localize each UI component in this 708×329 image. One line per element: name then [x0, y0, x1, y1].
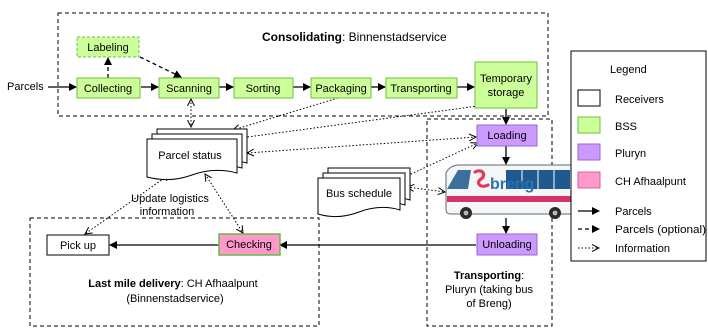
parcel-status-label: Parcel status: [158, 150, 222, 162]
arrow-labeling-scanning: [139, 56, 182, 78]
consolidating-group: [57, 12, 549, 117]
bus-brand-text: breng: [490, 176, 534, 193]
bus-schedule-label: Bus schedule: [326, 188, 392, 200]
temporary-storage-node: [474, 61, 538, 109]
info-schedule-bus: [407, 187, 445, 192]
last-mile-title: Last mile delivery: CH Afhaalpunt: [88, 278, 257, 290]
last-mile-group: [29, 217, 320, 327]
info-loading-status: [247, 137, 476, 153]
transporting-line3: of Breng): [466, 298, 511, 310]
transporting-group: [426, 118, 553, 327]
temporary-storage-label-2: storage: [488, 87, 525, 99]
legend: Legend Receivers BSS Pluryn CH Afhaalpun…: [570, 50, 707, 262]
legend-information-label: Information: [615, 243, 670, 255]
consolidating-title: Consolidating: Binnenstadservice: [262, 30, 447, 44]
transporting-line2: Pluryn (taking bus: [445, 284, 534, 296]
sorting-label: Sorting: [246, 83, 281, 95]
transporting-title: Transporting:: [454, 270, 524, 282]
pick-up-node: [46, 234, 110, 256]
bus-schedule-documents: [317, 167, 411, 218]
legend-swatch-bss: [577, 116, 601, 134]
sorting-node: [233, 77, 294, 99]
labeling-node: [76, 36, 140, 58]
collecting-label: Collecting: [84, 83, 132, 95]
legend-parcels-optional-label: Parcels (optional): [615, 224, 706, 236]
info-status-checking: [205, 174, 243, 233]
last-mile-subtitle: (Binnenstadservice): [126, 293, 223, 305]
checking-label: Checking: [226, 239, 272, 251]
packaging-label: Packaging: [315, 83, 366, 95]
unloading-label: Unloading: [482, 239, 532, 251]
checking-node: [218, 233, 281, 256]
info-storage-status: [240, 105, 479, 138]
labeling-label: Labeling: [87, 42, 129, 54]
legend-ch-label: CH Afhaalpunt: [615, 176, 686, 188]
legend-receivers-label: Receivers: [615, 94, 664, 106]
scanning-node: [158, 77, 220, 99]
unloading-node: [476, 233, 538, 256]
legend-title: Legend: [610, 64, 647, 76]
update-logistics-line1: Update logistics: [131, 193, 209, 205]
update-logistics-line2: information: [140, 206, 194, 218]
legend-swatch-pluryn: [577, 143, 601, 161]
legend-pluryn-label: Pluryn: [615, 148, 646, 160]
legend-swatch-receivers: [577, 89, 601, 107]
loading-label: Loading: [487, 130, 526, 142]
breng-bus-image: breng: [445, 164, 577, 219]
pick-up-label: Pick up: [60, 240, 96, 252]
info-schedule-loading: [397, 143, 478, 181]
parcel-status-documents: [146, 128, 248, 181]
legend-bss-label: BSS: [615, 121, 637, 133]
input-parcels-label: Parcels: [7, 81, 44, 93]
transporting-label: Transporting: [390, 83, 451, 95]
transporting-node: [385, 77, 458, 99]
legend-parcels-label: Parcels: [615, 206, 652, 218]
packaging-node: [310, 77, 372, 99]
loading-node: [476, 124, 538, 147]
collecting-node: [76, 77, 141, 99]
temporary-storage-label-1: Temporary: [480, 73, 532, 85]
legend-swatch-ch: [577, 171, 601, 189]
scanning-label: Scanning: [166, 83, 212, 95]
info-packaging-status: [233, 97, 339, 130]
